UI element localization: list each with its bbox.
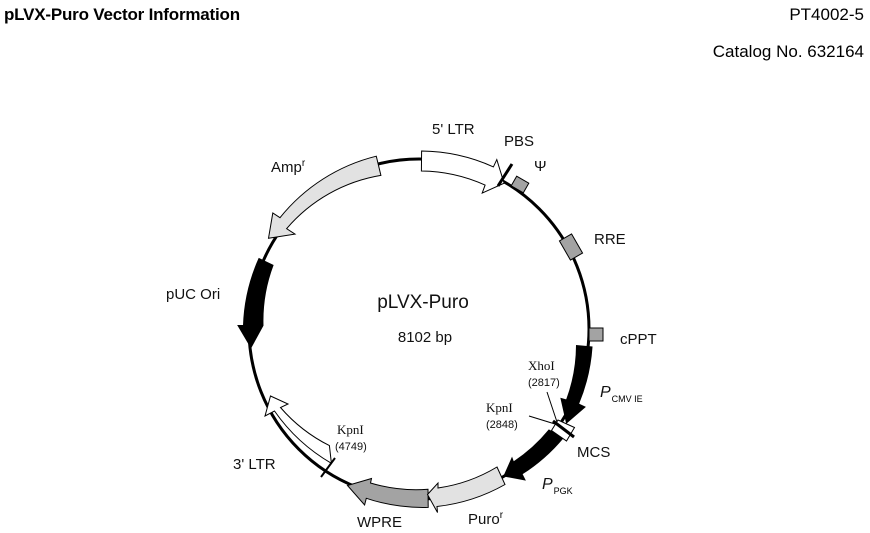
feature-ampr-arrow [267,155,382,239]
site-pbs-tick [496,163,514,187]
plasmid-size: 8102 bp [398,329,452,346]
label-ppgk: PPGK [542,476,573,496]
feature-5ltr-arrow [420,150,505,195]
label-3ltr: 3' LTR [233,456,276,473]
feature-cppt-box [588,327,604,342]
feature-rre-box [558,233,584,261]
plasmid-name: pLVX-Puro [377,292,469,313]
label-pcmv: PCMV IE [600,384,643,404]
label-puc-ori: pUC Ori [166,286,220,303]
feature-psi-box [510,175,530,194]
feature-pcmv-arrow [560,344,593,424]
feature-puror-arrow [426,466,506,513]
feature-puc-ori-arrow [237,257,274,349]
label-kpni-2848-name: KpnI [486,400,513,415]
site-kpni-4749-tick [320,457,336,478]
label-puror: Puror [468,510,504,528]
catalog-number: Catalog No. 632164 [712,42,864,61]
label-mcs: MCS [577,444,610,461]
label-xhoi-name: XhoI [528,358,555,373]
site-kpni-2848-tick [552,419,575,439]
label-pbs: PBS [504,133,534,150]
document-code: PT4002-5 [789,5,864,24]
site-kpni-leader [528,415,556,425]
site-xhoi-leader [546,391,558,423]
label-rre: RRE [594,231,626,248]
feature-3ltr-arrow [264,395,333,465]
label-wpre: WPRE [357,514,402,531]
label-cppt: cPPT [620,331,657,348]
feature-wpre-arrow [346,477,429,508]
feature-ppgk-arrow [503,429,564,481]
label-kpni-2848-pos: (2848) [486,419,518,431]
label-psi: Ψ [534,158,547,175]
label-xhoi-pos: (2817) [528,377,560,389]
page-title: pLVX-Puro Vector Information [4,5,240,24]
label-ampr: Ampr [271,158,306,176]
label-kpni-4749-pos: (4749) [335,441,367,453]
label-5ltr: 5' LTR [432,121,475,138]
label-kpni-4749-name: KpnI [337,422,364,437]
